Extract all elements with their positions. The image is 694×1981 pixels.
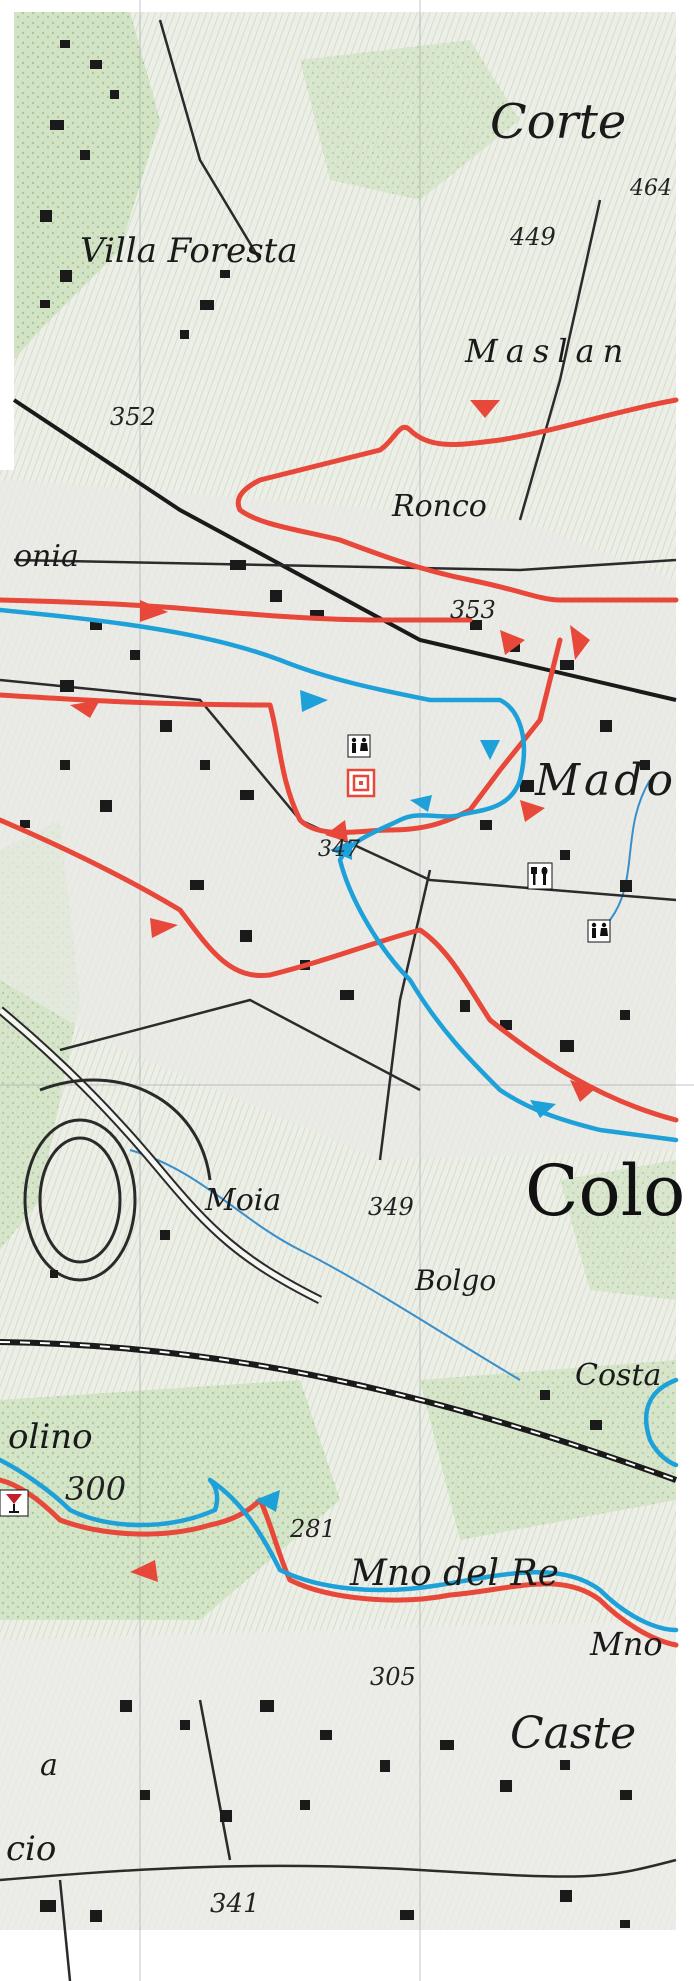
toilets-icon[interactable] [587, 919, 611, 943]
elevation-label-352: 352 [110, 403, 156, 431]
place-label-cio: cio [6, 1829, 56, 1869]
elevation-label-300: 300 [65, 1470, 126, 1508]
place-label-onia: onia [14, 539, 79, 574]
elevation-label-464: 464 [629, 176, 672, 201]
place-label-bolgo: Bolgo [414, 1264, 496, 1297]
toilets-icon[interactable] [347, 734, 371, 758]
restaurant-icon[interactable] [527, 862, 553, 890]
meeting-point-icon[interactable] [346, 768, 376, 798]
elevation-label-347: 347 [318, 837, 360, 862]
elevation-label-305: 305 [370, 1663, 416, 1691]
elevation-label-449: 449 [509, 223, 556, 251]
elevation-label-353: 353 [450, 596, 496, 624]
place-label-maslan: Maslan [464, 332, 631, 370]
place-label-mno: Mno [589, 1625, 663, 1663]
wine-bar-icon[interactable] [0, 1489, 29, 1517]
place-label-a: a [40, 1748, 58, 1783]
place-label-costa: Costa [575, 1358, 661, 1393]
place-label-corte: Corte [490, 94, 626, 150]
elevation-label-349: 349 [368, 1193, 414, 1221]
place-label-mado: Mado [534, 755, 677, 806]
place-label-olino: olino [8, 1417, 93, 1457]
elevation-label-281: 281 [289, 1515, 336, 1543]
place-label-colo: Colo [525, 1150, 685, 1232]
place-label-villa-foresta: Villa Foresta [80, 231, 298, 271]
elevation-label-341: 341 [210, 1889, 260, 1919]
place-label-caste: Caste [510, 1708, 636, 1759]
place-label-mno-del-re: Mno del Re [349, 1553, 559, 1594]
place-label-moia: Moia [204, 1183, 281, 1218]
place-label-ronco: Ronco [391, 489, 487, 524]
